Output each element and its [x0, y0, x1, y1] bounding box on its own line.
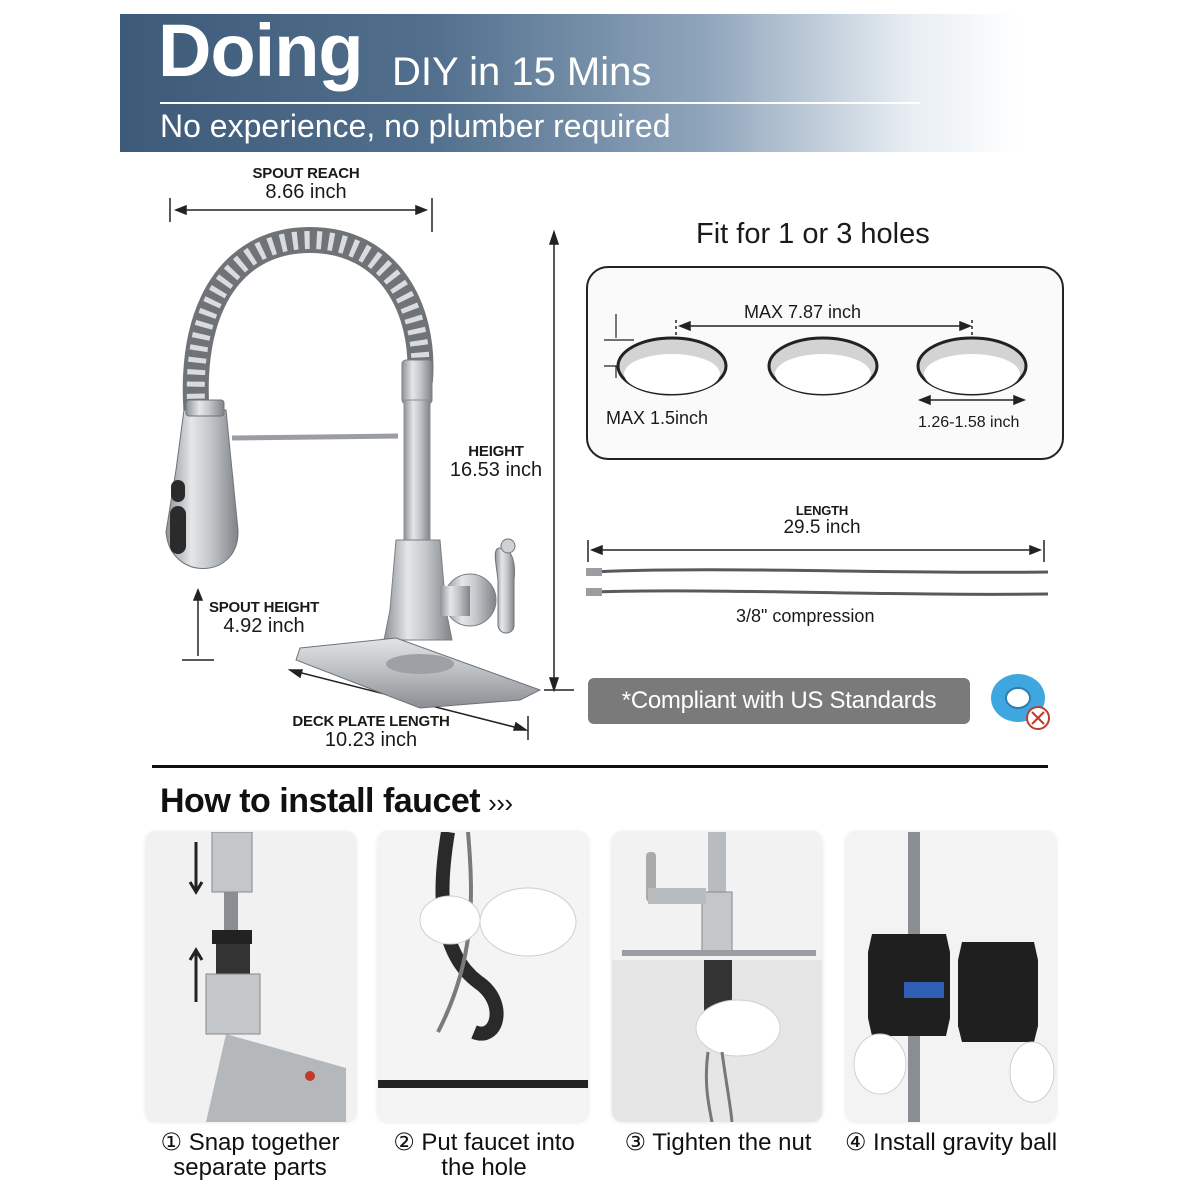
spout-reach-label: SPOUT REACH 8.66 inch — [252, 165, 360, 203]
holes-diagram — [604, 314, 1028, 406]
compression-label: 3/8" compression — [736, 606, 875, 626]
banner-tagline: No experience, no plumber required — [160, 108, 671, 144]
banner-title: Doing — [158, 9, 364, 92]
banner-subtitle: DIY in 15 Mins — [392, 50, 652, 94]
chevrons-icon: ››› — [488, 788, 513, 818]
step-3-caption: ③ Tighten the nut — [624, 1129, 812, 1156]
max-spacing-label: MAX 7.87 inch — [744, 302, 862, 322]
step-4-caption: ④ Install gravity ball — [844, 1129, 1058, 1156]
step-3-image — [612, 832, 822, 1122]
banner-divider — [160, 102, 920, 104]
deck-plate-length-label: DECK PLATE LENGTH 10.23 inch — [292, 713, 450, 751]
section-divider — [152, 765, 1048, 768]
tape-roll-icon — [991, 674, 1050, 730]
holes-title: Fit for 1 or 3 holes — [696, 218, 930, 250]
spout-height-label: SPOUT HEIGHT 4.92 inch — [208, 599, 320, 637]
spout-reach-dimension — [169, 198, 433, 232]
compliance-badge: *Compliant with US Standards — [588, 678, 970, 724]
step-2-image — [378, 832, 588, 1122]
height-label: HEIGHT 16.53 inch — [449, 443, 543, 481]
header-banner — [120, 14, 1020, 152]
step-1-image — [146, 832, 356, 1122]
hole-3 — [916, 336, 1028, 396]
height-dimension — [544, 229, 574, 693]
hose-illustration — [586, 540, 1049, 596]
hole-1 — [616, 336, 728, 396]
max-thickness-label: MAX 1.5inch — [606, 408, 709, 428]
step-4-image — [846, 832, 1056, 1122]
install-section-title: How to install faucet››› — [160, 782, 513, 820]
hole-2 — [767, 336, 879, 396]
hole-diameter-label: 1.26-1.58 inch — [918, 414, 1020, 431]
hose-length-label: LENGTH 29.5 inch — [783, 503, 861, 538]
spout-height-dimension — [182, 587, 214, 661]
